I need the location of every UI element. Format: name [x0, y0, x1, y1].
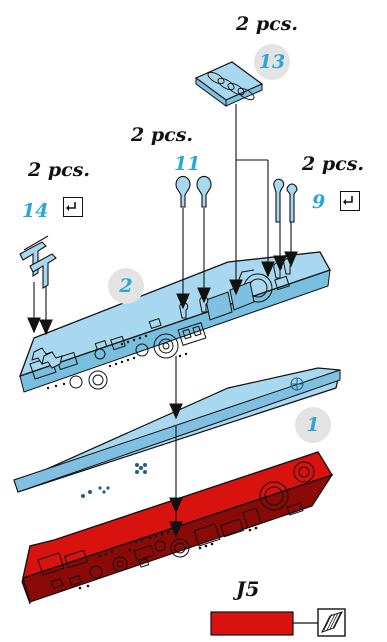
- part-number-1: 1: [306, 414, 320, 436]
- part-number-14: 14: [22, 200, 49, 222]
- part-number-13: 13: [258, 51, 286, 73]
- clear-layer-part-1: [13, 367, 341, 498]
- hatched-decal-icon: [317, 608, 346, 637]
- part-number-9: 9: [312, 191, 326, 213]
- assembly-arrows: [27, 104, 298, 538]
- part-badge-13: 13: [254, 44, 290, 80]
- part-13-tray: [194, 61, 264, 107]
- reverse-side-arrow-icon: [340, 191, 360, 211]
- clear-panel-part-2: [18, 251, 331, 393]
- part-number-11: 11: [174, 153, 201, 175]
- part-9-levers: [273, 178, 298, 223]
- quantity-label-9: 2 pcs.: [302, 153, 365, 175]
- part-badge-1: 1: [295, 407, 331, 443]
- reverse-side-arrow-icon: [63, 197, 83, 217]
- part-14-tees: [19, 235, 57, 289]
- quantity-label-14: 2 pcs.: [28, 159, 91, 181]
- quantity-label-13: 2 pcs.: [236, 13, 299, 35]
- base-panel-red: [21, 451, 334, 605]
- quantity-label-11: 2 pcs.: [131, 124, 194, 146]
- part-badge-2: 2: [108, 268, 144, 304]
- part-number-2: 2: [119, 275, 133, 297]
- color-swatch-j5: [210, 611, 318, 636]
- color-code-label: J5: [236, 577, 260, 601]
- part-11-pins: [175, 175, 212, 208]
